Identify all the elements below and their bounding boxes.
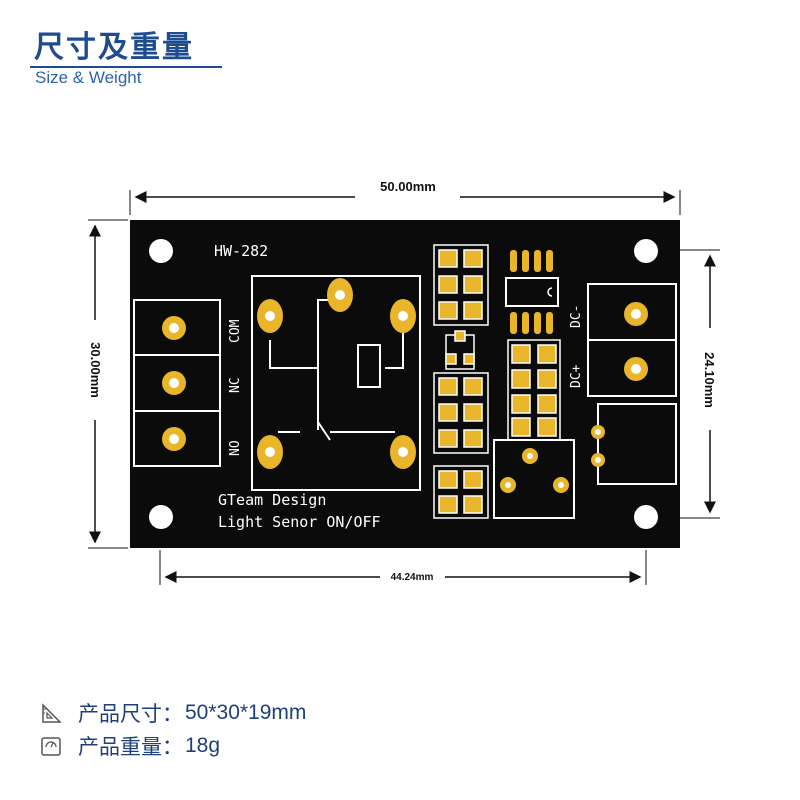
title-underline [30,66,222,68]
pcb-board: HW-282 COM NC NO [130,220,680,548]
hole-span-horizontal-dimension: 44.24mm [159,550,647,585]
spec-size-label: 产品尺寸： [78,702,183,726]
hole-span-vertical-dimension: 24.10mm [680,249,720,519]
terminal-com-label: COM [228,319,243,343]
credit-line-1: GTeam Design [218,491,326,509]
terminal-block: COM NC NO [133,299,243,467]
relay-footprint [251,275,421,491]
width-label: 50.00mm [380,179,436,194]
scale-icon [40,735,62,757]
dc-plus-label: DC+ [569,364,584,388]
page-title: 尺寸及重量 [34,30,194,65]
light-sensor [591,403,677,485]
ic-chip [505,250,559,334]
spec-size-row: 产品尺寸： 50*30*19mm [40,698,306,728]
page-subtitle: Size & Weight [35,68,142,87]
credit-line-2: Light Senor ON/OFF [218,513,381,531]
spec-weight-label: 产品重量： [78,735,183,759]
dc-minus-label: DC- [569,305,584,328]
terminal-no-label: NO [228,440,243,456]
spec-size-value: 50*30*19mm [185,701,307,724]
smd-pads [433,244,561,519]
hole-span-v-label: 24.10mm [702,352,717,408]
spec-weight-row: 产品重量： 18g [40,731,220,761]
width-dimension: 50.00mm [129,179,681,215]
mounting-holes [149,239,658,529]
potentiometer [493,439,575,519]
model-label: HW-282 [214,242,268,260]
spec-weight-value: 18g [185,734,221,757]
dc-terminal [587,283,677,397]
height-dimension: 30.00mm [88,219,128,549]
height-label: 30.00mm [88,342,103,398]
hole-span-h-label: 44.24mm [391,572,434,583]
ruler-triangle-icon [40,702,62,724]
terminal-nc-label: NC [228,377,243,393]
